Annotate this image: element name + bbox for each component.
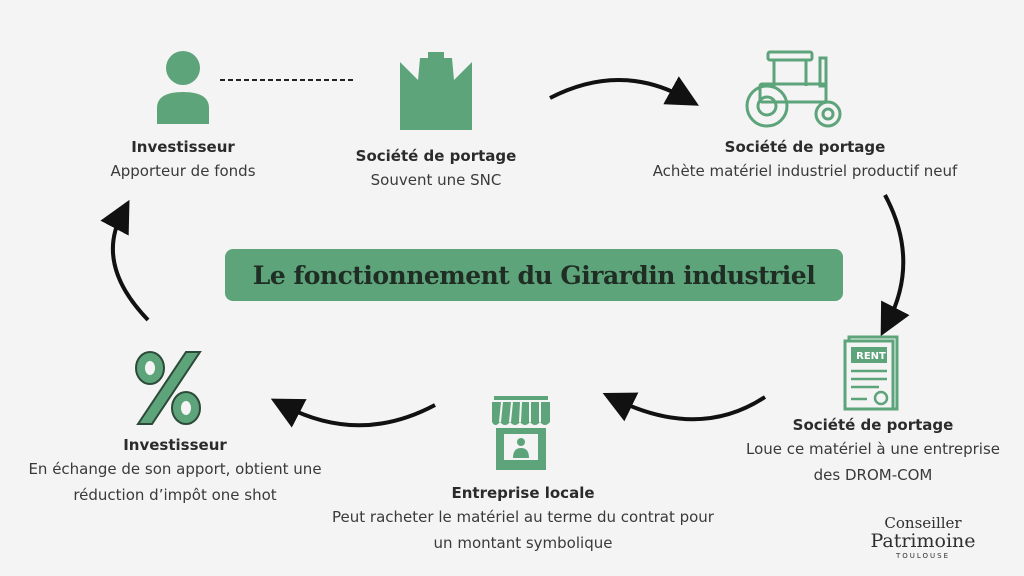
building-icon — [400, 52, 472, 130]
node-title: Société de portage — [792, 416, 954, 434]
arrow-investor-to-investor — [100, 199, 150, 322]
shop-icon — [492, 396, 550, 470]
node-title: Société de portage — [355, 147, 517, 165]
node-description: Achète matériel industriel productif neu… — [652, 162, 958, 180]
node-investor-bottom: Investisseur En échange de son apport, o… — [5, 434, 345, 508]
node-title: Investisseur — [131, 138, 235, 156]
rent-contract-icon — [843, 335, 899, 411]
node-description: Peut racheter le matériel au terme du co… — [332, 508, 714, 526]
node-description: En échange de son apport, obtient une — [28, 460, 322, 478]
diagram-title: Le fonctionnement du Girardin industriel — [252, 260, 816, 290]
node-description-line2: réduction d’impôt one shot — [73, 486, 277, 504]
rent-label: RENT — [856, 351, 886, 362]
tractor-icon — [745, 50, 842, 128]
arrow-local-to-investor — [270, 398, 436, 428]
node-description: Apporteur de fonds — [110, 162, 256, 180]
arrow-rent-to-local — [602, 392, 767, 422]
node-title: Société de portage — [724, 138, 886, 156]
node-portage-snc: Société de portage Souvent une SNC — [336, 145, 536, 193]
logo-line3: TOULOUSE — [895, 552, 951, 560]
arrow-snc-to-buy — [549, 76, 700, 106]
title-banner: Le fonctionnement du Girardin industriel — [225, 249, 843, 301]
node-description-line2: un montant symbolique — [433, 534, 613, 552]
node-description: Souvent une SNC — [370, 171, 502, 189]
node-local-company: Entreprise locale Peut racheter le matér… — [308, 482, 738, 556]
logo-line2: Patrimoine — [870, 530, 976, 552]
node-title: Entreprise locale — [451, 484, 595, 502]
node-description-line2: des DROM-COM — [813, 466, 933, 484]
node-description: Loue ce matériel à une entreprise — [746, 440, 1000, 458]
arrow-buy-to-rent — [880, 194, 910, 337]
node-portage-buy: Société de portage Achète matériel indus… — [630, 136, 980, 184]
node-portage-rent: Société de portage Loue ce matériel à un… — [728, 414, 1018, 488]
logo-line1: Conseiller — [884, 514, 962, 532]
brand-logo: Conseiller Patrimoine TOULOUSE — [858, 515, 988, 561]
percent-icon — [135, 351, 202, 425]
person-icon — [157, 51, 209, 124]
node-investor-top: Investisseur Apporteur de fonds — [88, 136, 278, 184]
node-title: Investisseur — [123, 436, 227, 454]
